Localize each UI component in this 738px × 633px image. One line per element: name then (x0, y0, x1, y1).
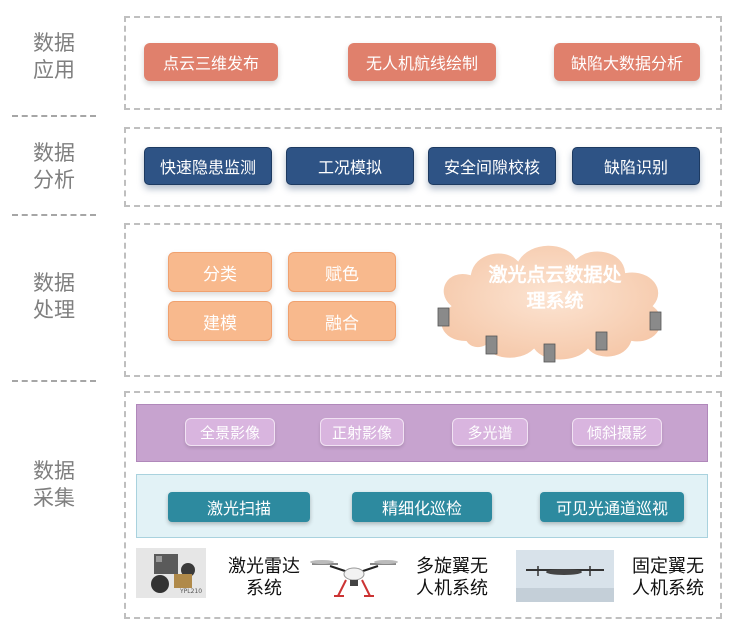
imaging-item-ortho[interactable]: 正射影像 (320, 418, 404, 446)
analysis-item-clearance-check[interactable]: 安全间隙校核 (428, 147, 556, 185)
layer-label-collection: 数据 采集 (33, 459, 75, 510)
device-label-fixed-wing: 固定翼无 人机系统 (632, 556, 704, 599)
imaging-item-multispectral[interactable]: 多光谱 (452, 418, 528, 446)
imaging-item-oblique[interactable]: 倾斜摄影 (572, 418, 662, 446)
device-label-lidar: 激光雷达 系统 (228, 556, 300, 599)
layer-separator (12, 380, 96, 382)
lidar-device-photo: YPL210 (136, 548, 206, 598)
cloud-system-title: 激光点云数据处 理系统 (488, 264, 622, 312)
app-item-uav-route-drawing[interactable]: 无人机航线绘制 (348, 43, 496, 81)
analysis-item-hazard-monitor[interactable]: 快速隐患监测 (144, 147, 272, 185)
patrol-item-visible-light[interactable]: 可见光通道巡视 (540, 492, 684, 522)
patrol-item-laser-scan[interactable]: 激光扫描 (168, 492, 310, 522)
analysis-item-condition-sim[interactable]: 工况模拟 (286, 147, 414, 185)
layer-label-analysis: 数据 分析 (33, 141, 75, 192)
app-item-pointcloud-publish[interactable]: 点云三维发布 (144, 43, 278, 81)
layer-label-processing: 数据 处理 (33, 271, 75, 322)
processing-layer-box (124, 223, 722, 377)
fixed-wing-uav-photo (516, 550, 614, 602)
process-item-modeling[interactable]: 建模 (168, 301, 272, 341)
process-item-classify[interactable]: 分类 (168, 252, 272, 292)
analysis-layer-box (124, 127, 722, 207)
device-label-multirotor: 多旋翼无 人机系统 (416, 556, 488, 599)
layer-label-application: 数据 应用 (33, 31, 75, 82)
layer-separator (12, 214, 96, 216)
app-item-defect-bigdata[interactable]: 缺陷大数据分析 (554, 43, 700, 81)
layer-separator (12, 115, 96, 117)
server-icon (437, 307, 662, 363)
analysis-item-defect-recognition[interactable]: 缺陷识别 (572, 147, 700, 185)
process-item-fusion[interactable]: 融合 (288, 301, 396, 341)
application-layer-box (124, 16, 722, 110)
patrol-item-fine-inspection[interactable]: 精细化巡检 (352, 492, 492, 522)
collection-layer-box (124, 391, 722, 619)
imaging-item-panorama[interactable]: 全景影像 (185, 418, 275, 446)
process-item-colorize[interactable]: 赋色 (288, 252, 396, 292)
multirotor-drone-icon (310, 560, 398, 597)
lidar-photo-caption: YPL210 (180, 588, 203, 595)
cloud-system (437, 243, 664, 363)
